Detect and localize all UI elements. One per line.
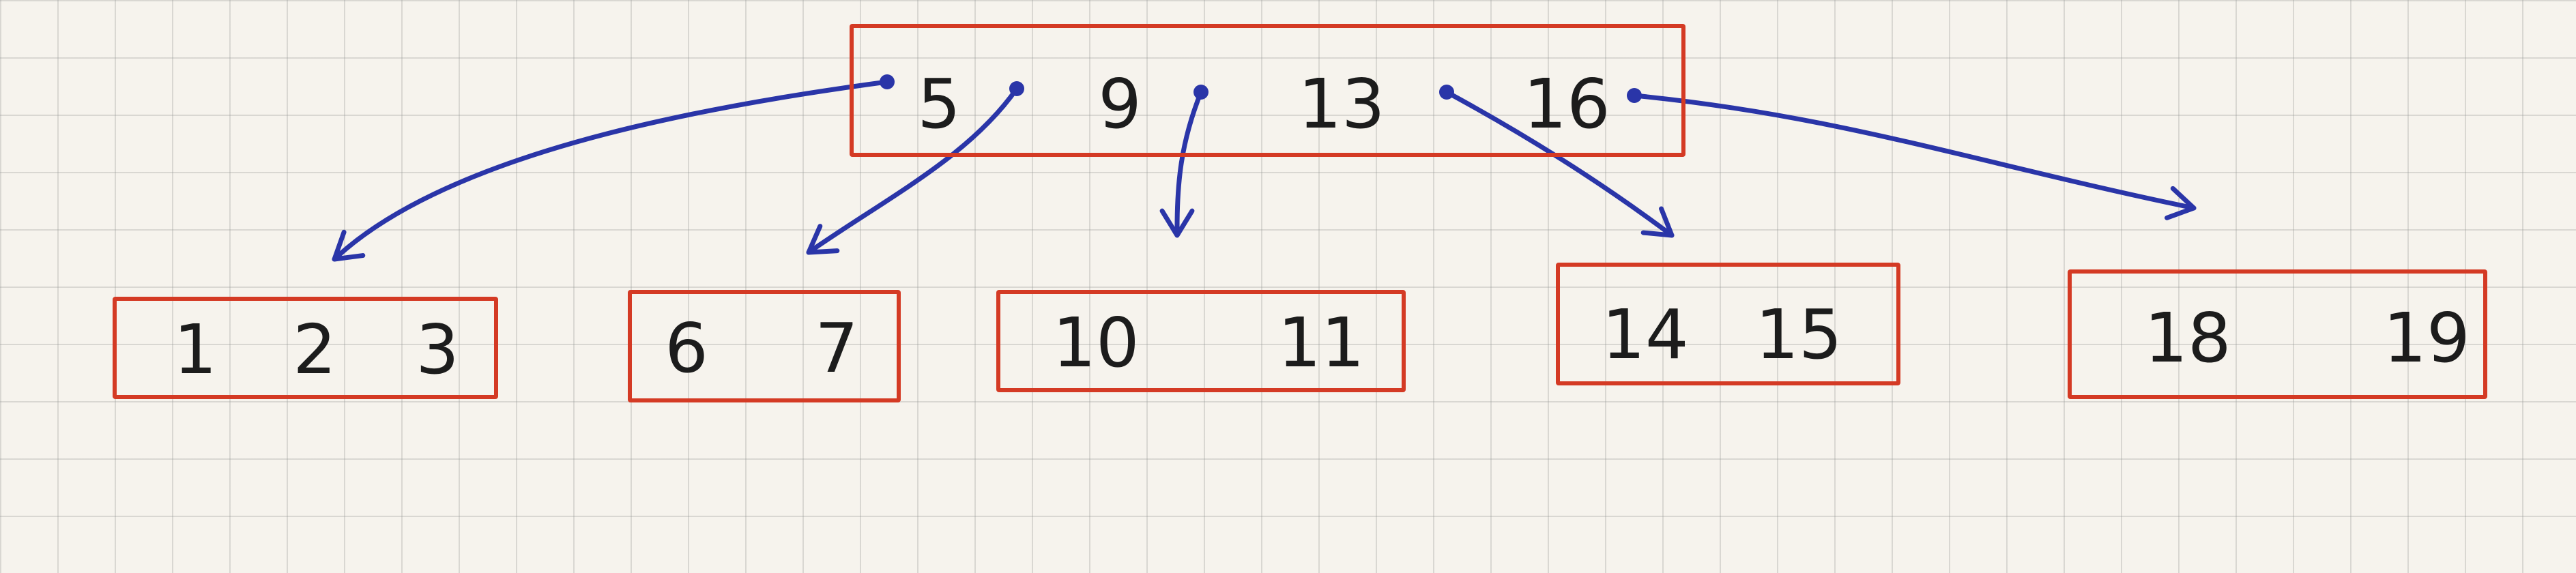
child-1-key-3: 3 xyxy=(416,310,459,390)
pointer-root-to-child-5 xyxy=(1632,93,2197,211)
child-3-key-11: 11 xyxy=(1277,303,1365,383)
root-key-5: 5 xyxy=(917,64,961,144)
pointer-root-to-child-2-arrowhead xyxy=(806,224,840,255)
root-node: 5 9 13 16 xyxy=(850,24,1685,157)
pointer-root-to-child-4-arrowhead xyxy=(1640,206,1675,238)
child-node-5: 18 19 xyxy=(2068,269,2487,399)
child-2-key-7: 7 xyxy=(815,308,858,388)
root-key-9: 9 xyxy=(1098,64,1142,144)
child-5-key-19: 19 xyxy=(2383,298,2470,378)
child-node-2: 6 7 xyxy=(628,290,901,402)
root-key-16: 16 xyxy=(1523,64,1610,144)
pointer-root-to-child-1 xyxy=(332,79,890,262)
child-4-key-15: 15 xyxy=(1755,295,1842,374)
root-key-13: 13 xyxy=(1298,64,1385,144)
pointer-root-to-child-1-arrowhead xyxy=(332,229,366,262)
child-5-key-18: 18 xyxy=(2144,298,2231,378)
child-node-4: 14 15 xyxy=(1556,263,1900,385)
child-2-key-6: 6 xyxy=(665,308,708,388)
child-node-1: 1 2 3 xyxy=(113,297,498,399)
pointer-root-to-child-3-arrowhead xyxy=(1159,208,1195,238)
child-1-key-1: 1 xyxy=(173,310,217,390)
child-4-key-14: 14 xyxy=(1602,295,1689,374)
child-1-key-2: 2 xyxy=(293,310,336,390)
pointer-root-to-child-5-arrowhead xyxy=(2165,186,2197,220)
child-node-3: 10 11 xyxy=(996,290,1406,392)
child-3-key-10: 10 xyxy=(1052,303,1140,383)
